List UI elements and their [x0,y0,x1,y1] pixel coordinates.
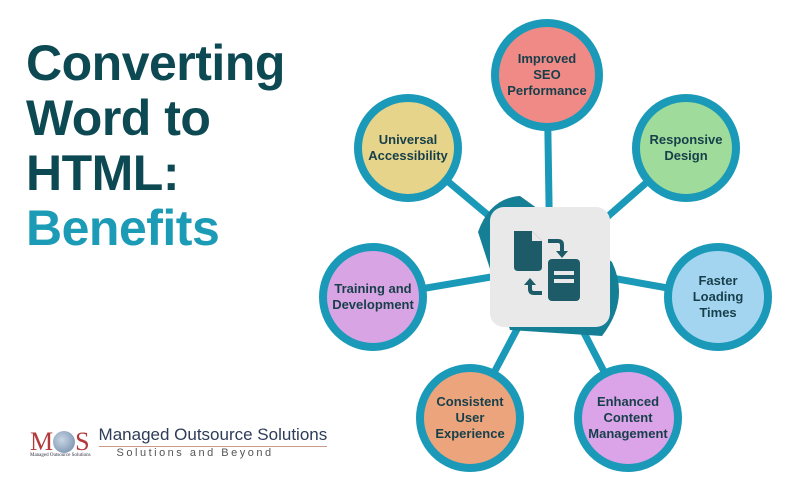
benefit-content-management: Enhanced Content Management [574,364,682,472]
document-convert-icon [514,231,580,301]
benefit-responsive-design: Responsive Design [632,94,740,202]
benefit-improved-seo: Improved SEO Performance [491,19,603,131]
page-title: Converting Word to HTML: Benefits [26,35,285,256]
company-name: Managed Outsource Solutions [98,425,328,447]
benefit-universal-accessibility: Universal Accessibility [354,94,462,202]
company-tagline: Solutions and Beyond [116,447,274,459]
center-hub [490,207,610,327]
benefit-faster-loading: Faster Loading Times [664,243,772,351]
globe-icon [53,430,76,453]
benefit-consistent-ux: Consistent User Experience [416,364,524,472]
benefit-training-development: Training and Development [319,243,427,351]
